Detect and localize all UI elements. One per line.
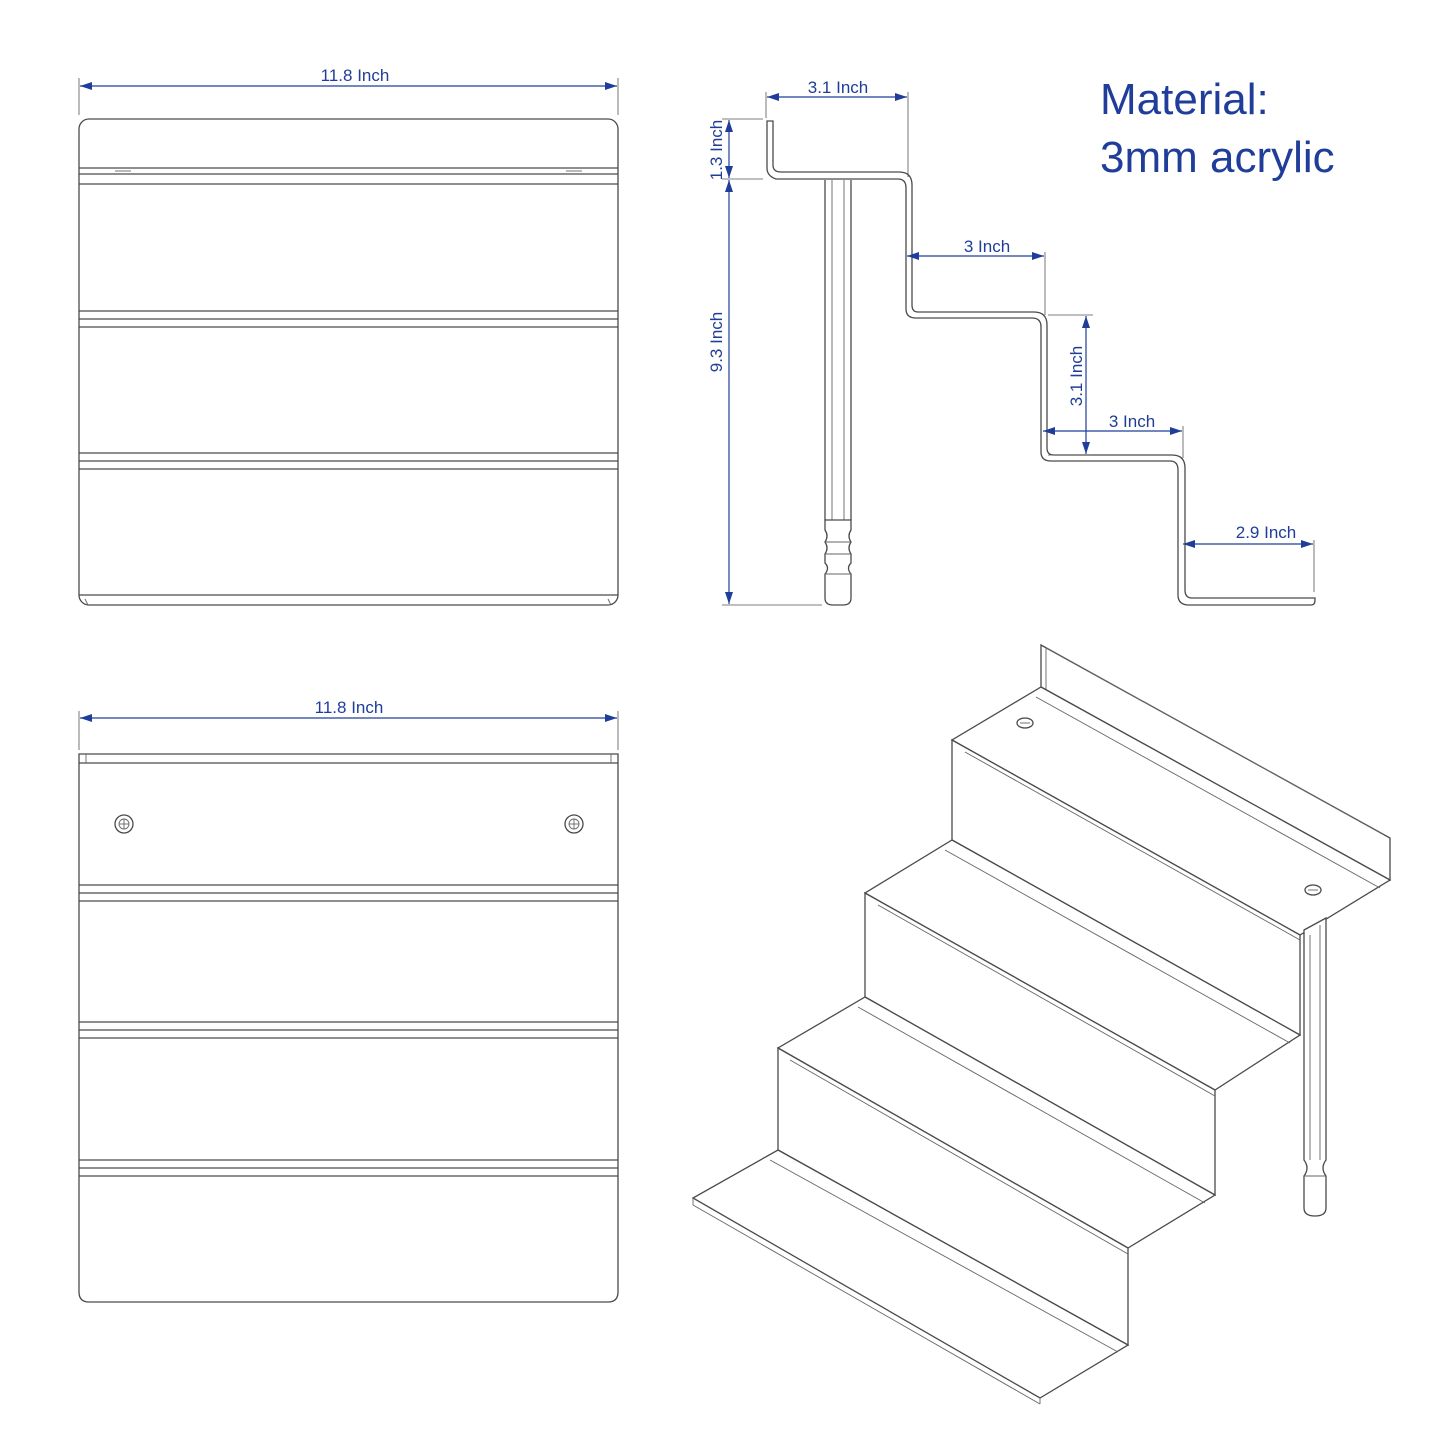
leg-foot	[824, 519, 852, 606]
front-foot-mark	[607, 598, 612, 606]
dim-step-rise: 3.1 Inch	[1048, 314, 1093, 456]
dim-label-top-width: 11.8 Inch	[321, 66, 390, 85]
dim-label-total-height: 9.3 Inch	[707, 312, 726, 373]
dim-label-step1-depth: 3 Inch	[964, 237, 1010, 256]
dim-total-height: 9.3 Inch	[707, 180, 822, 606]
front-outline	[78, 118, 619, 606]
dim-label-step2-depth: 3 Inch	[1109, 412, 1155, 431]
dim-bottom-width: 11.8 Inch	[78, 698, 619, 750]
front-view	[78, 118, 619, 606]
dim-label-lip-depth: 3.1 Inch	[808, 78, 869, 97]
dim-top-width: 11.8 Inch	[78, 66, 619, 115]
isometric-view	[691, 643, 1392, 1405]
dim-label-lip-height: 1.3 Inch	[707, 120, 726, 181]
front-foot-mark	[84, 598, 89, 606]
dim-lip-depth: 3.1 Inch	[765, 78, 909, 177]
screw-icon	[1304, 884, 1322, 896]
back-view	[78, 753, 619, 1303]
side-view	[766, 120, 1316, 606]
back-outline	[78, 753, 619, 1303]
dim-label-bottom-width: 11.8 Inch	[315, 698, 384, 717]
screw-icon	[1016, 717, 1034, 729]
dim-step1-depth: 3 Inch	[907, 237, 1046, 315]
material-value: 3mm acrylic	[1100, 133, 1335, 182]
side-profile	[766, 120, 1316, 606]
material-label: Material:	[1100, 75, 1269, 124]
dim-label-step-rise: 3.1 Inch	[1067, 346, 1086, 407]
dim-lip-height: 1.3 Inch	[707, 118, 763, 181]
dim-step2-depth: 3 Inch	[1043, 412, 1184, 458]
screw-icon	[564, 814, 584, 834]
dim-base-depth: 2.9 Inch	[1183, 523, 1315, 592]
screw-icon	[114, 814, 134, 834]
iso-leg	[1303, 916, 1327, 1217]
dim-label-base-depth: 2.9 Inch	[1236, 523, 1297, 542]
